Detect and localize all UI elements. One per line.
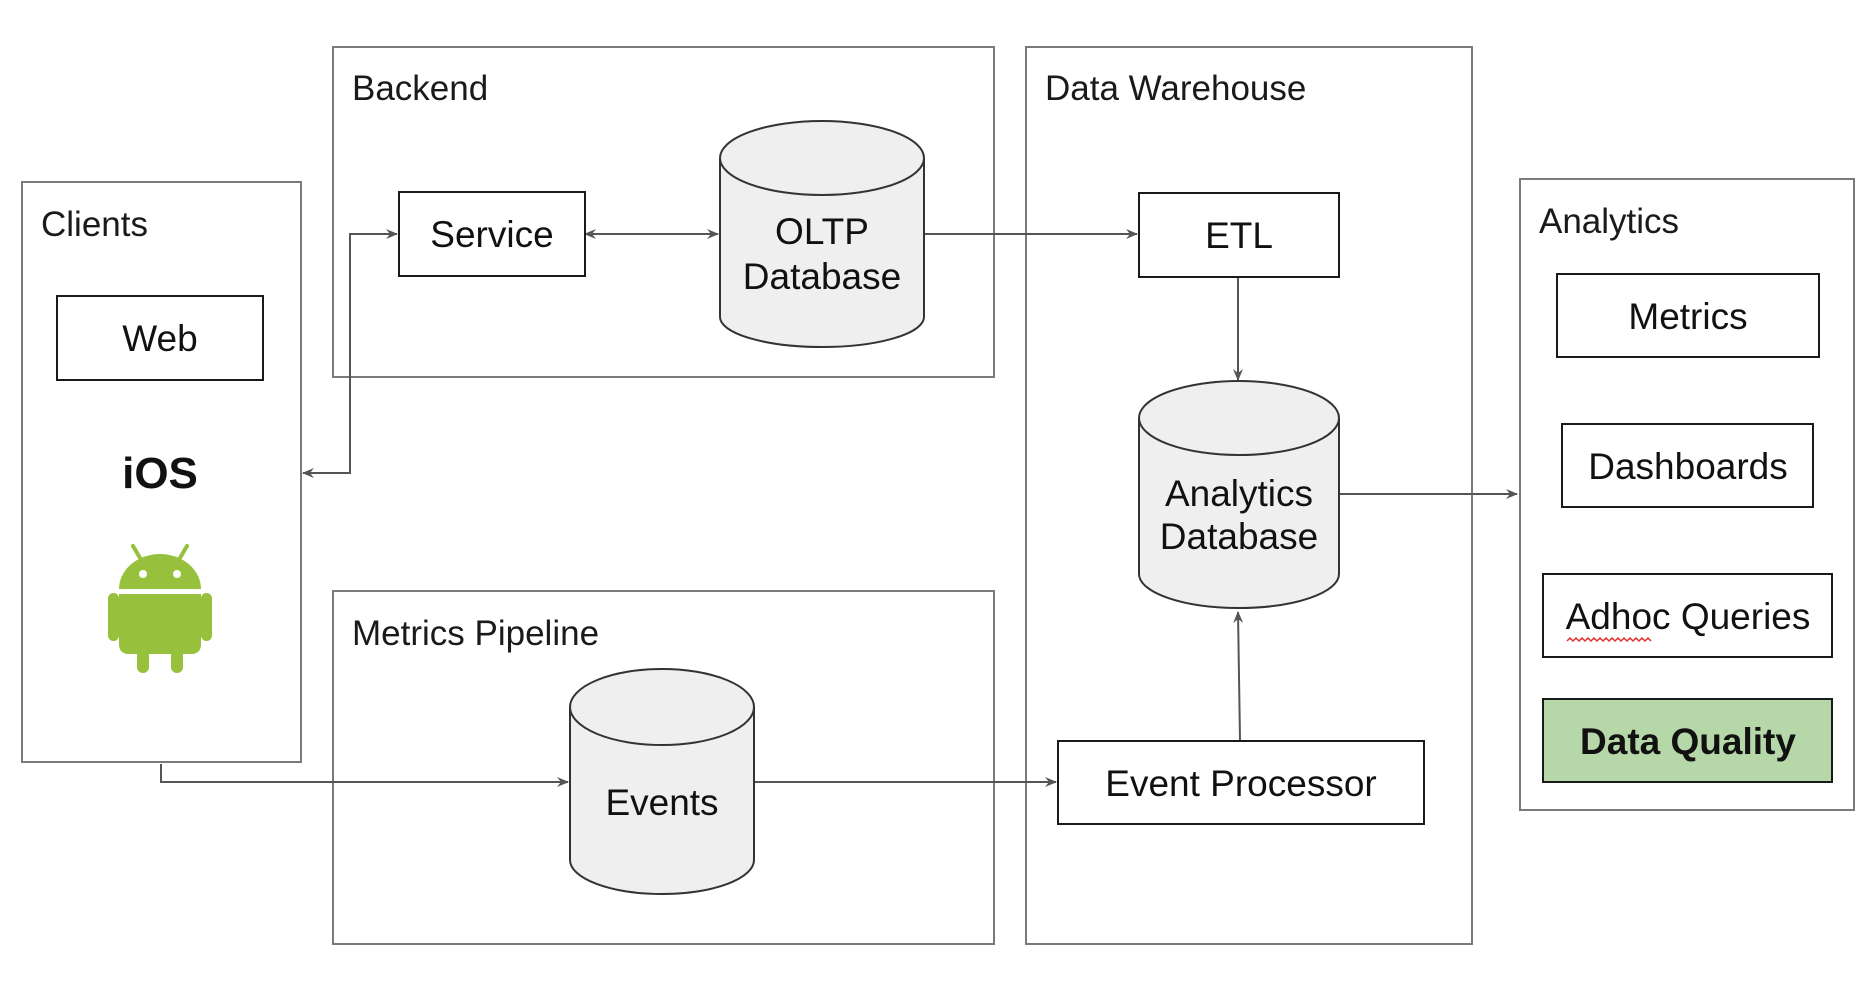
metrics-pipeline-group-label: Metrics Pipeline: [352, 614, 599, 653]
data-warehouse-group-label: Data Warehouse: [1045, 69, 1306, 108]
oltp-database-label-line2: Database: [743, 256, 901, 297]
analytics-database-label-line2: Database: [1160, 516, 1318, 557]
event-processor-node[interactable]: Event Processor: [1057, 740, 1425, 825]
adhoc-queries-label: Adhoc Queries: [1566, 596, 1811, 637]
etl-node[interactable]: ETL: [1138, 192, 1340, 278]
etl-label: ETL: [1205, 215, 1273, 256]
edge-service-clients: [302, 229, 398, 478]
web-label: Web: [122, 318, 197, 359]
edge-clients-events: [160, 764, 569, 787]
analytics-database-node[interactable]: Analytics Database: [1138, 380, 1340, 609]
data-quality-label: Data Quality: [1580, 721, 1796, 762]
event-processor-label: Event Processor: [1105, 763, 1376, 804]
events-label: Events: [605, 782, 718, 823]
android-icon: [108, 544, 212, 673]
dashboards-label: Dashboards: [1588, 446, 1788, 487]
oltp-database-node[interactable]: OLTP Database: [719, 120, 925, 348]
analytics-group-label: Analytics: [1539, 202, 1679, 241]
dashboards-node[interactable]: Dashboards: [1561, 423, 1814, 508]
spellcheck-underline: [1566, 636, 1652, 643]
oltp-database-label-line1: OLTP: [775, 211, 869, 252]
metrics-label: Metrics: [1628, 296, 1747, 337]
clients-group: Clients: [21, 181, 302, 763]
events-node[interactable]: Events: [569, 668, 755, 895]
backend-group-label: Backend: [352, 69, 488, 108]
web-node[interactable]: Web: [56, 295, 264, 381]
ios-label: iOS: [122, 449, 198, 498]
analytics-database-label-line1: Analytics: [1165, 473, 1313, 514]
adhoc-queries-node[interactable]: Adhoc Queries: [1542, 573, 1833, 658]
data-quality-node[interactable]: Data Quality: [1542, 698, 1833, 783]
edge-event-processor-analytics-db: [1233, 611, 1244, 741]
service-label: Service: [430, 214, 553, 255]
clients-group-label: Clients: [41, 205, 148, 244]
metrics-node[interactable]: Metrics: [1556, 273, 1820, 358]
service-node[interactable]: Service: [398, 191, 586, 277]
edges: [160, 229, 1518, 787]
